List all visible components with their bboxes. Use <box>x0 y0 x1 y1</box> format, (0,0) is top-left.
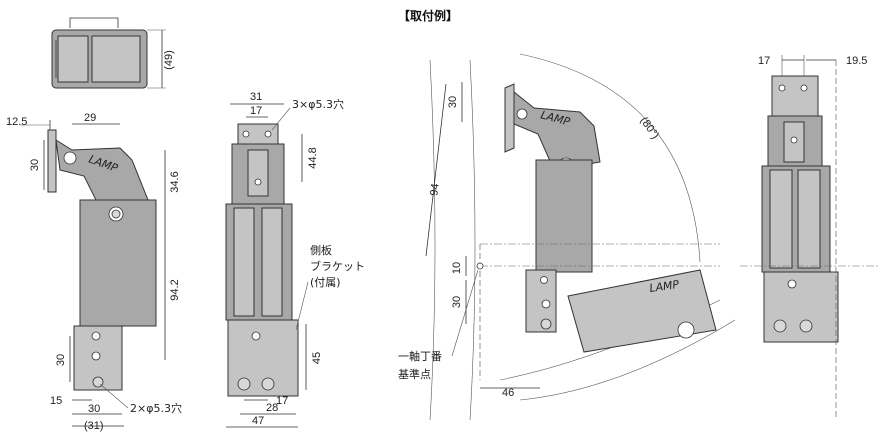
dim-46: 46 <box>502 387 514 399</box>
dim-29: 29 <box>84 112 96 124</box>
dim-19-5: 19.5 <box>846 55 867 67</box>
dim-47: 47 <box>252 415 264 427</box>
hole-3x: 3×φ5.3穴 <box>292 97 344 111</box>
dim-15: 15 <box>50 395 62 407</box>
dim-30e: 30 <box>451 296 463 308</box>
front-view: 31 17 3×φ5.3穴 44.8 45 17 28 47 側板 ブラケット … <box>225 91 365 428</box>
dim-12-5: 12.5 <box>6 116 27 128</box>
dim-44-8: 44.8 <box>307 147 319 168</box>
side-plate-label-2: ブラケット <box>310 259 365 273</box>
dim-80: (80°) <box>638 115 662 142</box>
hinge-ref-label-2: 基準点 <box>398 367 431 381</box>
dim-34-6: 34.6 <box>169 171 181 192</box>
top-view: (49) <box>51 17 175 89</box>
dim-45: 45 <box>311 352 323 364</box>
hole-2x: 2×φ5.3穴 <box>130 401 182 415</box>
dim-94: 94 <box>428 183 441 197</box>
dim-28: 28 <box>266 402 278 414</box>
logo-text-3: LAMP <box>649 278 681 295</box>
dim-10: 10 <box>451 262 463 274</box>
dim-17a: 17 <box>250 105 262 117</box>
dim-17c: 17 <box>758 55 770 67</box>
side-plate-label-3: (付属) <box>310 276 341 289</box>
dim-94-2: 94.2 <box>169 279 181 300</box>
dim-30c: 30 <box>88 403 100 415</box>
right-front-view: 17 19.5 <box>740 55 879 420</box>
dim-30d: 30 <box>447 96 459 108</box>
dim-31p: (31) <box>84 420 104 432</box>
dim-31: 31 <box>250 91 262 103</box>
side-view: LAMP 12.5 29 30 34.6 94.2 30 15 30 (31) … <box>6 112 182 432</box>
dim-17b: 17 <box>276 395 288 407</box>
mounting-example: 【取付例】 (80°) LAMP LAMP 30 <box>398 8 736 421</box>
dim-30b: 30 <box>55 354 67 366</box>
dim-30a: 30 <box>29 159 41 171</box>
side-plate-label-1: 側板 <box>310 243 332 257</box>
section-title: 【取付例】 <box>398 8 458 23</box>
dim-49: (49) <box>163 50 175 70</box>
hinge-ref-label-1: 一軸丁番 <box>398 349 442 363</box>
